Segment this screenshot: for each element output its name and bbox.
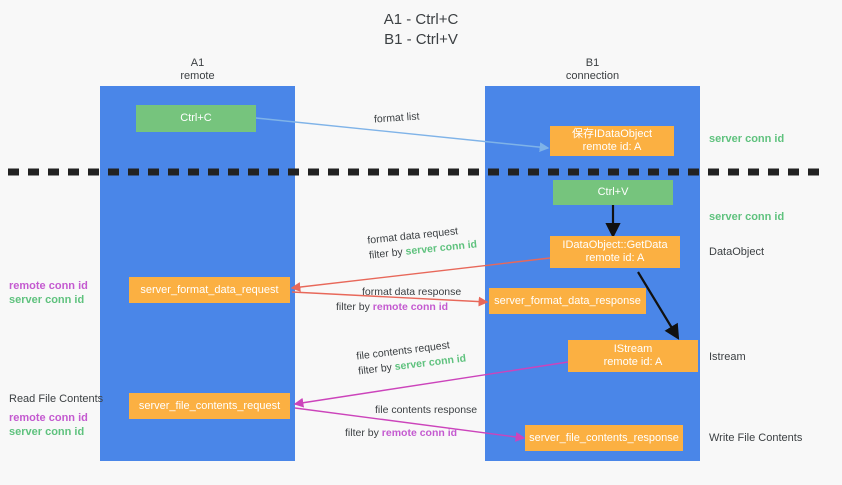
edge-label-format-data-response-line1: format data response: [362, 286, 462, 298]
lane-header-b1-role: connection: [565, 70, 620, 82]
edge-label-format-data-request-prefix: filter by: [368, 245, 407, 262]
title-line-2: B1 - Ctrl+V: [384, 31, 458, 48]
node-save-dataobject-line1: 保存IDataObject: [571, 128, 653, 140]
edge-label-file-contents-request: file contents request filter by server c…: [356, 336, 467, 379]
node-getdata-line2: remote id: A: [585, 252, 645, 264]
note-server-conn-id-top-text: server conn id: [709, 133, 785, 145]
edge-label-format-data-response-key: remote conn id: [372, 301, 449, 313]
edge-label-format-list-text: format list: [373, 110, 420, 126]
node-save-dataobject[interactable]: 保存IDataObject remote id: A: [550, 126, 674, 156]
edge-label-file-contents-response-line1: file contents response: [375, 404, 478, 416]
note-server-conn-id-lower: server conn id: [9, 426, 85, 438]
note-istream: Istream: [709, 350, 746, 364]
edge-label-format-data-response-prefix: filter by: [336, 301, 373, 313]
lane-header-b1: B1 connection: [485, 57, 700, 83]
node-server-file-contents-response[interactable]: server_file_contents_response: [525, 425, 683, 451]
node-server-format-data-request-label: server_format_data_request: [140, 283, 279, 296]
note-read-file-contents-block: Read File Contents remote conn id server…: [9, 392, 103, 439]
note-write-file-contents-text: Write File Contents: [709, 432, 803, 444]
lane-header-a1-name: A1: [190, 57, 205, 69]
edge-label-file-contents-response-prefix: filter by: [345, 427, 382, 439]
node-istream-line2: remote id: A: [603, 356, 663, 368]
note-istream-text: Istream: [709, 351, 746, 363]
edge-label-format-list: format list: [374, 109, 420, 127]
note-server-conn-id-mid-text: server conn id: [709, 211, 785, 223]
note-conn-ids-upper: remote conn id server conn id: [9, 279, 88, 307]
lane-header-a1: A1 remote: [100, 57, 295, 83]
node-server-file-contents-request-label: server_file_contents_request: [138, 399, 281, 412]
node-istream-line1: IStream: [613, 343, 653, 355]
note-remote-conn-id-upper: remote conn id: [9, 280, 88, 292]
node-istream[interactable]: IStream remote id: A: [568, 340, 698, 372]
edge-label-format-data-request: format data request filter by server con…: [367, 222, 478, 263]
edge-label-format-data-response: format data response filter by remote co…: [336, 285, 461, 315]
node-ctrl-v-label: Ctrl+V: [597, 186, 629, 198]
edge-label-file-contents-response-key: remote conn id: [381, 427, 458, 439]
lane-header-b1-name: B1: [585, 57, 600, 69]
node-server-format-data-request[interactable]: server_format_data_request: [129, 277, 290, 303]
edge-label-file-contents-response: file contents response filter by remote …: [345, 403, 477, 441]
note-read-file-contents-text: Read File Contents: [9, 393, 104, 405]
node-ctrl-c[interactable]: Ctrl+C: [136, 105, 256, 132]
note-server-conn-id-mid: server conn id: [709, 210, 784, 224]
node-save-dataobject-line2: remote id: A: [582, 141, 642, 153]
node-ctrl-v[interactable]: Ctrl+V: [553, 180, 673, 205]
note-server-conn-id-upper: server conn id: [9, 294, 85, 306]
title-line-1: A1 - Ctrl+C: [383, 11, 459, 28]
node-getdata[interactable]: IDataObject::GetData remote id: A: [550, 236, 680, 268]
page-title: A1 - Ctrl+C B1 - Ctrl+V: [0, 10, 842, 50]
edge-label-file-contents-request-prefix: filter by: [357, 361, 396, 378]
note-server-conn-id-top: server conn id: [709, 132, 784, 146]
node-server-format-data-response[interactable]: server_format_data_response: [489, 288, 646, 314]
node-getdata-line1: IDataObject::GetData: [562, 239, 668, 251]
note-dataobject: DataObject: [709, 245, 764, 259]
node-server-file-contents-request[interactable]: server_file_contents_request: [129, 393, 290, 419]
note-write-file-contents: Write File Contents: [709, 431, 802, 445]
node-ctrl-c-label: Ctrl+C: [180, 112, 212, 124]
node-server-format-data-response-label: server_format_data_response: [494, 294, 641, 307]
node-server-file-contents-response-label: server_file_contents_response: [529, 431, 679, 444]
note-dataobject-text: DataObject: [709, 246, 765, 258]
lane-header-a1-role: remote: [180, 70, 215, 82]
note-remote-conn-id-lower: remote conn id: [9, 412, 88, 424]
